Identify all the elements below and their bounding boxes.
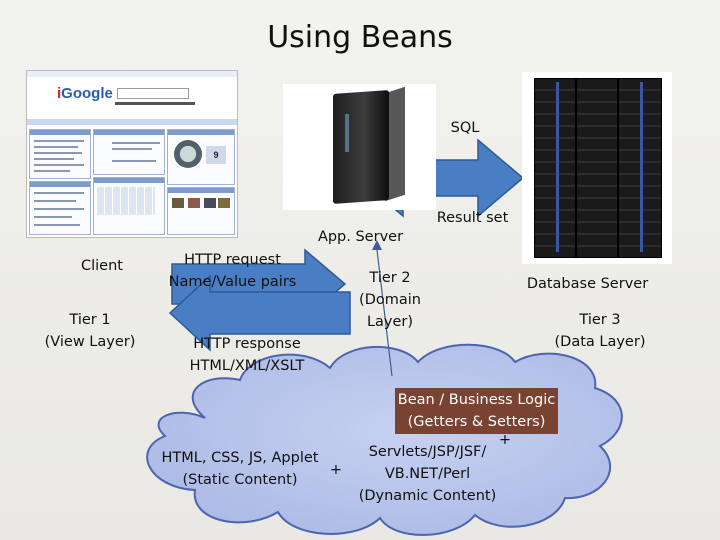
result-set-label: Result set [436,210,509,226]
client-label: Client [81,258,123,274]
bean-label: Bean / Business Logic(Getters & Setters) [397,392,556,430]
tier1-label: Tier 1(View Layer) [44,312,136,350]
client-browser-screenshot: iGoogle 9 [26,70,238,238]
server-link-line [376,249,393,377]
plus-sign-left: + [329,462,343,478]
static-content-label: HTML, CSS, JS, Applet(Static Content) [161,450,319,488]
plus-sign-right: + [498,432,512,448]
database-server-image [522,72,672,264]
tier3-label: Tier 3(Data Layer) [554,312,646,350]
igoogle-logo: iGoogle [57,85,113,102]
server-link-arrowhead [372,240,382,250]
dynamic-content-label: Servlets/JSP/JSF/VB.NET/Perl(Dynamic Con… [358,444,497,504]
slide-title: Using Beans [267,20,453,55]
app-server-image [283,84,436,210]
bean-box [395,388,558,434]
http-response-arrow [168,274,351,352]
sql-label: SQL [450,120,480,136]
app-server-label: App. Server [317,229,404,245]
database-server-label: Database Server [526,276,649,292]
